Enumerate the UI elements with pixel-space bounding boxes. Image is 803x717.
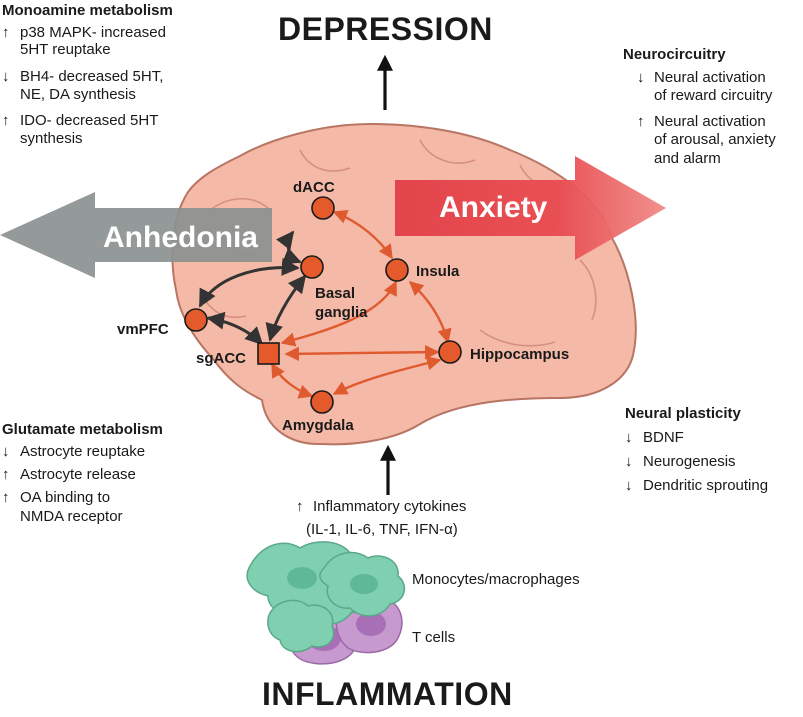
glutamate-title: Glutamate metabolism bbox=[2, 421, 163, 438]
monocytes-label: Monocytes/macrophages bbox=[412, 571, 580, 588]
arrow-vmpfc-sgacc bbox=[206, 311, 264, 346]
arrow-amygdala-sgacc bbox=[270, 362, 314, 399]
plasticity-title: Neural plasticity bbox=[625, 405, 742, 422]
anhedonia-arrow bbox=[0, 192, 272, 278]
anxiety-label: Anxiety bbox=[439, 191, 548, 224]
arrow-hippocampus-amygdala bbox=[332, 356, 442, 396]
node-amygdala bbox=[310, 390, 334, 414]
plasticity-item-1: BDNF bbox=[643, 429, 684, 446]
neurocircuitry-item-1-line-2: of reward circuitry bbox=[654, 87, 773, 104]
glutamate-item-3-line-2: NMDA receptor bbox=[20, 508, 123, 525]
glutamate-item-3-line-1: OA binding to bbox=[20, 489, 110, 506]
monoamine-item-2-line-2: NE, DA synthesis bbox=[20, 86, 136, 103]
cytokines-line-2: (IL-1, IL-6, TNF, IFN-α) bbox=[306, 521, 458, 538]
monoamine-arrow-2: ↓ bbox=[2, 68, 10, 85]
plasticity-item-3: Dendritic sprouting bbox=[643, 477, 768, 494]
monoamine-block: Monoamine metabolism ↑ p38 MAPK- increas… bbox=[2, 2, 173, 147]
monocyte-group bbox=[246, 541, 406, 653]
node-hippocampus bbox=[438, 340, 462, 364]
monoamine-item-3-line-1: IDO- decreased 5HT bbox=[20, 112, 158, 129]
anhedonia-label: Anhedonia bbox=[103, 221, 258, 254]
glutamate-arrow-3: ↑ bbox=[2, 489, 10, 506]
neurocircuitry-item-2-line-1: Neural activation bbox=[654, 113, 766, 130]
inflammation-title: INFLAMMATION bbox=[262, 676, 513, 712]
label-dacc: dACC bbox=[293, 179, 335, 196]
arrow-dacc-insula bbox=[332, 209, 393, 260]
label-sgacc: sgACC bbox=[196, 350, 246, 367]
node-basal-ganglia bbox=[300, 255, 324, 279]
node-sgacc bbox=[257, 342, 280, 365]
plasticity-arrow-1: ↓ bbox=[625, 429, 633, 446]
label-ganglia: ganglia bbox=[315, 304, 368, 321]
label-basal: Basal bbox=[315, 285, 355, 302]
brain-shape bbox=[171, 122, 637, 446]
label-hippocampus: Hippocampus bbox=[470, 346, 569, 363]
glutamate-block: Glutamate metabolism ↓ Astrocyte reuptak… bbox=[2, 421, 163, 525]
neurocircuitry-arrow-1: ↓ bbox=[637, 69, 645, 86]
glutamate-item-2: Astrocyte release bbox=[20, 466, 136, 483]
macrophage-2-nucleus bbox=[350, 574, 378, 594]
glutamate-arrow-2: ↑ bbox=[2, 466, 10, 483]
monoamine-item-1-line-1: p38 MAPK- increased bbox=[20, 24, 166, 41]
monoamine-title: Monoamine metabolism bbox=[2, 2, 173, 19]
arrow-sgacc-hippocampus bbox=[284, 344, 440, 362]
arrow-insula-hippocampus bbox=[408, 281, 452, 344]
node-vmpfc bbox=[184, 308, 208, 332]
plasticity-item-2: Neurogenesis bbox=[643, 453, 736, 470]
neurocircuitry-arrow-2: ↑ bbox=[637, 113, 645, 130]
glutamate-item-1: Astrocyte reuptake bbox=[20, 443, 145, 460]
monoamine-item-3-line-2: synthesis bbox=[20, 130, 83, 147]
monoamine-item-2-line-1: BH4- decreased 5HT, bbox=[20, 68, 163, 85]
neurocircuitry-item-2-line-3: and alarm bbox=[654, 150, 721, 167]
macrophage-3 bbox=[267, 599, 335, 653]
cytokines-line-1: Inflammatory cytokines bbox=[313, 498, 466, 515]
node-dacc bbox=[311, 196, 335, 220]
node-insula bbox=[385, 258, 409, 282]
plasticity-arrow-2: ↓ bbox=[625, 453, 633, 470]
neurocircuitry-item-1-line-1: Neural activation bbox=[654, 69, 766, 86]
plasticity-block: Neural plasticity ↓ BDNF ↓ Neurogenesis … bbox=[625, 405, 768, 494]
tcells-label: T cells bbox=[412, 629, 455, 646]
monoamine-arrow-1: ↑ bbox=[2, 24, 10, 41]
label-amygdala: Amygdala bbox=[282, 417, 354, 434]
plasticity-arrow-3: ↓ bbox=[625, 477, 633, 494]
neurocircuitry-title: Neurocircuitry bbox=[623, 46, 726, 63]
depression-title: DEPRESSION bbox=[278, 11, 493, 47]
label-insula: Insula bbox=[416, 263, 460, 280]
glutamate-arrow-1: ↓ bbox=[2, 443, 10, 460]
monoamine-arrow-3: ↑ bbox=[2, 112, 10, 129]
monoamine-item-1-line-2: 5HT reuptake bbox=[20, 41, 111, 58]
label-vmpfc: vmPFC bbox=[117, 321, 169, 338]
arrow-basal-vmpfc bbox=[198, 257, 300, 308]
tcell-2-nucleus bbox=[356, 612, 386, 636]
macrophage-1-nucleus bbox=[287, 567, 317, 589]
neurocircuitry-block: Neurocircuitry ↓ Neural activation of re… bbox=[623, 46, 776, 167]
orange-connections bbox=[270, 209, 452, 399]
cytokines-arrow: ↑ bbox=[296, 498, 304, 515]
anxiety-arrow bbox=[395, 156, 666, 260]
arrow-sgacc-insula bbox=[280, 280, 398, 347]
neurocircuitry-item-2-line-2: of arousal, anxiety bbox=[654, 131, 776, 148]
